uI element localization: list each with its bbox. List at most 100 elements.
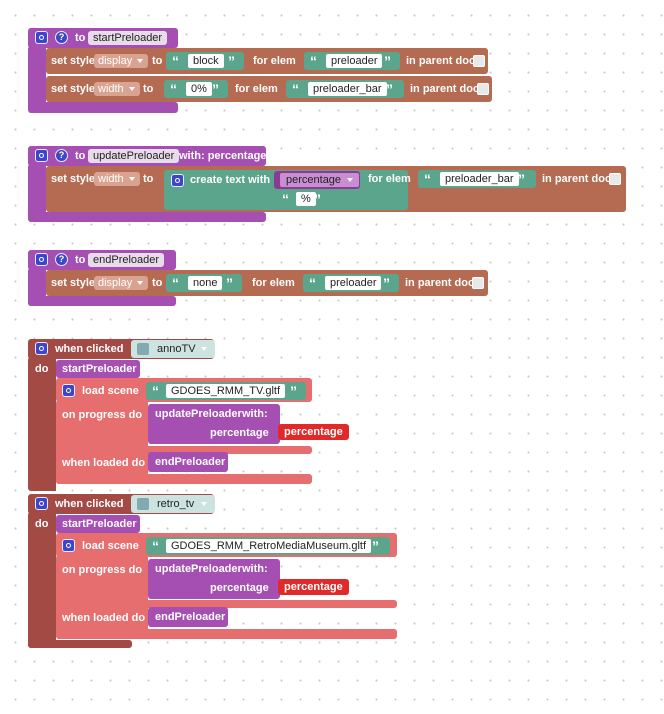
style-property-dropdown[interactable]: display [94,276,149,290]
set-style-block[interactable]: set style width to “ 0% ” for elem “ pre… [46,76,492,102]
gear-icon[interactable] [62,384,75,397]
in-parent-doc-label: in parent doc [542,173,612,185]
percentage-getter[interactable]: percentage [274,171,360,189]
on-progress-label: on progress do [62,564,143,576]
call-end-preloader[interactable]: endPreloader [148,607,228,627]
load-scene-mid-bar [56,600,397,608]
in-parent-doc-checkbox[interactable] [477,83,489,95]
in-parent-doc-checkbox[interactable] [473,55,485,67]
load-scene-foot [56,629,397,639]
proc-name-field[interactable]: updatePreloader [88,149,180,163]
set-style-block[interactable]: set style display to “ block ” for elem … [46,48,488,74]
style-property-dropdown[interactable]: width [94,172,140,186]
quote-icon: “ [172,53,179,69]
proc-name-field[interactable]: startPreloader [88,31,168,45]
object-name: annoTV [157,343,196,355]
text-block-none[interactable]: “ none ” [166,274,242,292]
call-name: endPreloader [155,611,226,623]
gear-icon[interactable] [171,174,184,187]
load-scene-label: load scene [82,385,139,397]
in-parent-doc-checkbox[interactable] [472,277,484,289]
quote-icon: “ [424,171,431,187]
quote-icon: ” [226,275,233,291]
set-style-block[interactable]: set style width to create text with perc… [46,166,626,212]
with-label: with: [242,563,268,575]
text-block-percent[interactable]: “ % ” [276,190,328,208]
text-value[interactable]: preloader_bar [308,82,387,96]
quote-icon: “ [152,538,159,554]
object-name: retro_tv [157,498,195,510]
call-end-preloader[interactable]: endPreloader [148,452,228,472]
in-parent-doc-checkbox[interactable] [609,173,621,185]
object-selector[interactable]: retro_tv [131,495,215,513]
quote-icon: ” [383,275,390,291]
procedure-update-foot [28,212,266,222]
in-parent-doc-label: in parent doc [405,277,475,289]
gear-icon[interactable] [35,497,48,510]
text-block-preloader[interactable]: “ preloader ” [304,52,400,70]
text-block-0pct[interactable]: “ 0% ” [164,80,228,98]
call-start-preloader[interactable]: startPreloader [56,360,140,378]
text-value[interactable]: none [188,276,223,290]
call-start-preloader[interactable]: startPreloader [56,515,140,533]
procedure-end-foot [28,296,176,306]
percentage-variable[interactable]: percentage [278,579,349,595]
quote-icon: ” [386,81,393,97]
text-block-block[interactable]: “ block ” [166,52,244,70]
gear-icon[interactable] [62,539,75,552]
call-name: endPreloader [155,456,226,468]
text-block-preloader-bar[interactable]: “ preloader_bar ” [418,170,536,188]
help-icon[interactable]: ? [55,149,68,162]
when-clicked-label: when clicked [55,498,124,510]
scene-file-text[interactable]: “ GDOES_RMM_RetroMediaMuseum.gltf ” [146,537,390,555]
quote-icon: “ [310,53,317,69]
dropdown-arrow [201,347,207,351]
object-icon [137,343,149,355]
quote-icon: ” [290,383,297,399]
text-value[interactable]: 0% [186,82,212,96]
when-loaded-label: when loaded do [62,457,146,469]
help-icon[interactable]: ? [55,253,68,266]
set-style-block[interactable]: set style display to “ none ” for elem “… [46,270,488,296]
gear-icon[interactable] [35,31,48,44]
gear-icon[interactable] [35,149,48,162]
text-block-preloader-bar[interactable]: “ preloader_bar ” [286,80,404,98]
proc-name-field[interactable]: endPreloader [88,253,165,267]
for-elem-label: for elem [368,173,411,185]
proc-to-label: to [75,150,86,162]
call-update-preloader[interactable]: updatePreloader with: percentage [148,404,280,444]
text-block-preloader[interactable]: “ preloader ” [303,274,399,292]
help-icon[interactable]: ? [55,31,68,44]
text-value[interactable]: % [296,192,316,206]
call-name: updatePreloader [155,563,242,575]
to-label: to [143,173,154,185]
on-progress-label: on progress do [62,409,143,421]
text-value[interactable]: preloader [326,54,383,68]
gear-icon[interactable] [35,342,48,355]
call-update-preloader[interactable]: updatePreloader with: percentage [148,559,280,599]
call-name: startPreloader [62,518,137,530]
style-property-dropdown[interactable]: display [94,54,149,68]
text-value[interactable]: GDOES_RMM_RetroMediaMuseum.gltf [166,539,372,553]
in-parent-doc-label: in parent doc [406,55,476,67]
load-scene-body [56,400,148,484]
with-label: with: [242,408,268,420]
gear-icon[interactable] [35,253,48,266]
style-property-dropdown[interactable]: width [94,82,140,96]
procedure-start-body-bar [28,46,46,109]
procedure-update-body-bar [28,164,46,220]
event-foot [28,640,132,648]
percentage-dropdown[interactable]: percentage [280,173,360,187]
text-value[interactable]: preloader_bar [440,172,519,186]
load-scene-foot [56,474,312,484]
param-label: percentage [210,582,269,594]
scene-file-text[interactable]: “ GDOES_RMM_TV.gltf ” [146,382,306,400]
proc-to-label: to [75,254,86,266]
percentage-variable[interactable]: percentage [278,424,349,440]
text-value[interactable]: preloader [325,276,382,290]
create-text-block[interactable]: create text with percentage “ % ” [164,170,408,210]
text-value[interactable]: block [188,54,224,68]
quote-icon: “ [152,383,159,399]
object-selector[interactable]: annoTV [131,340,215,358]
text-value[interactable]: GDOES_RMM_TV.gltf [166,384,286,398]
